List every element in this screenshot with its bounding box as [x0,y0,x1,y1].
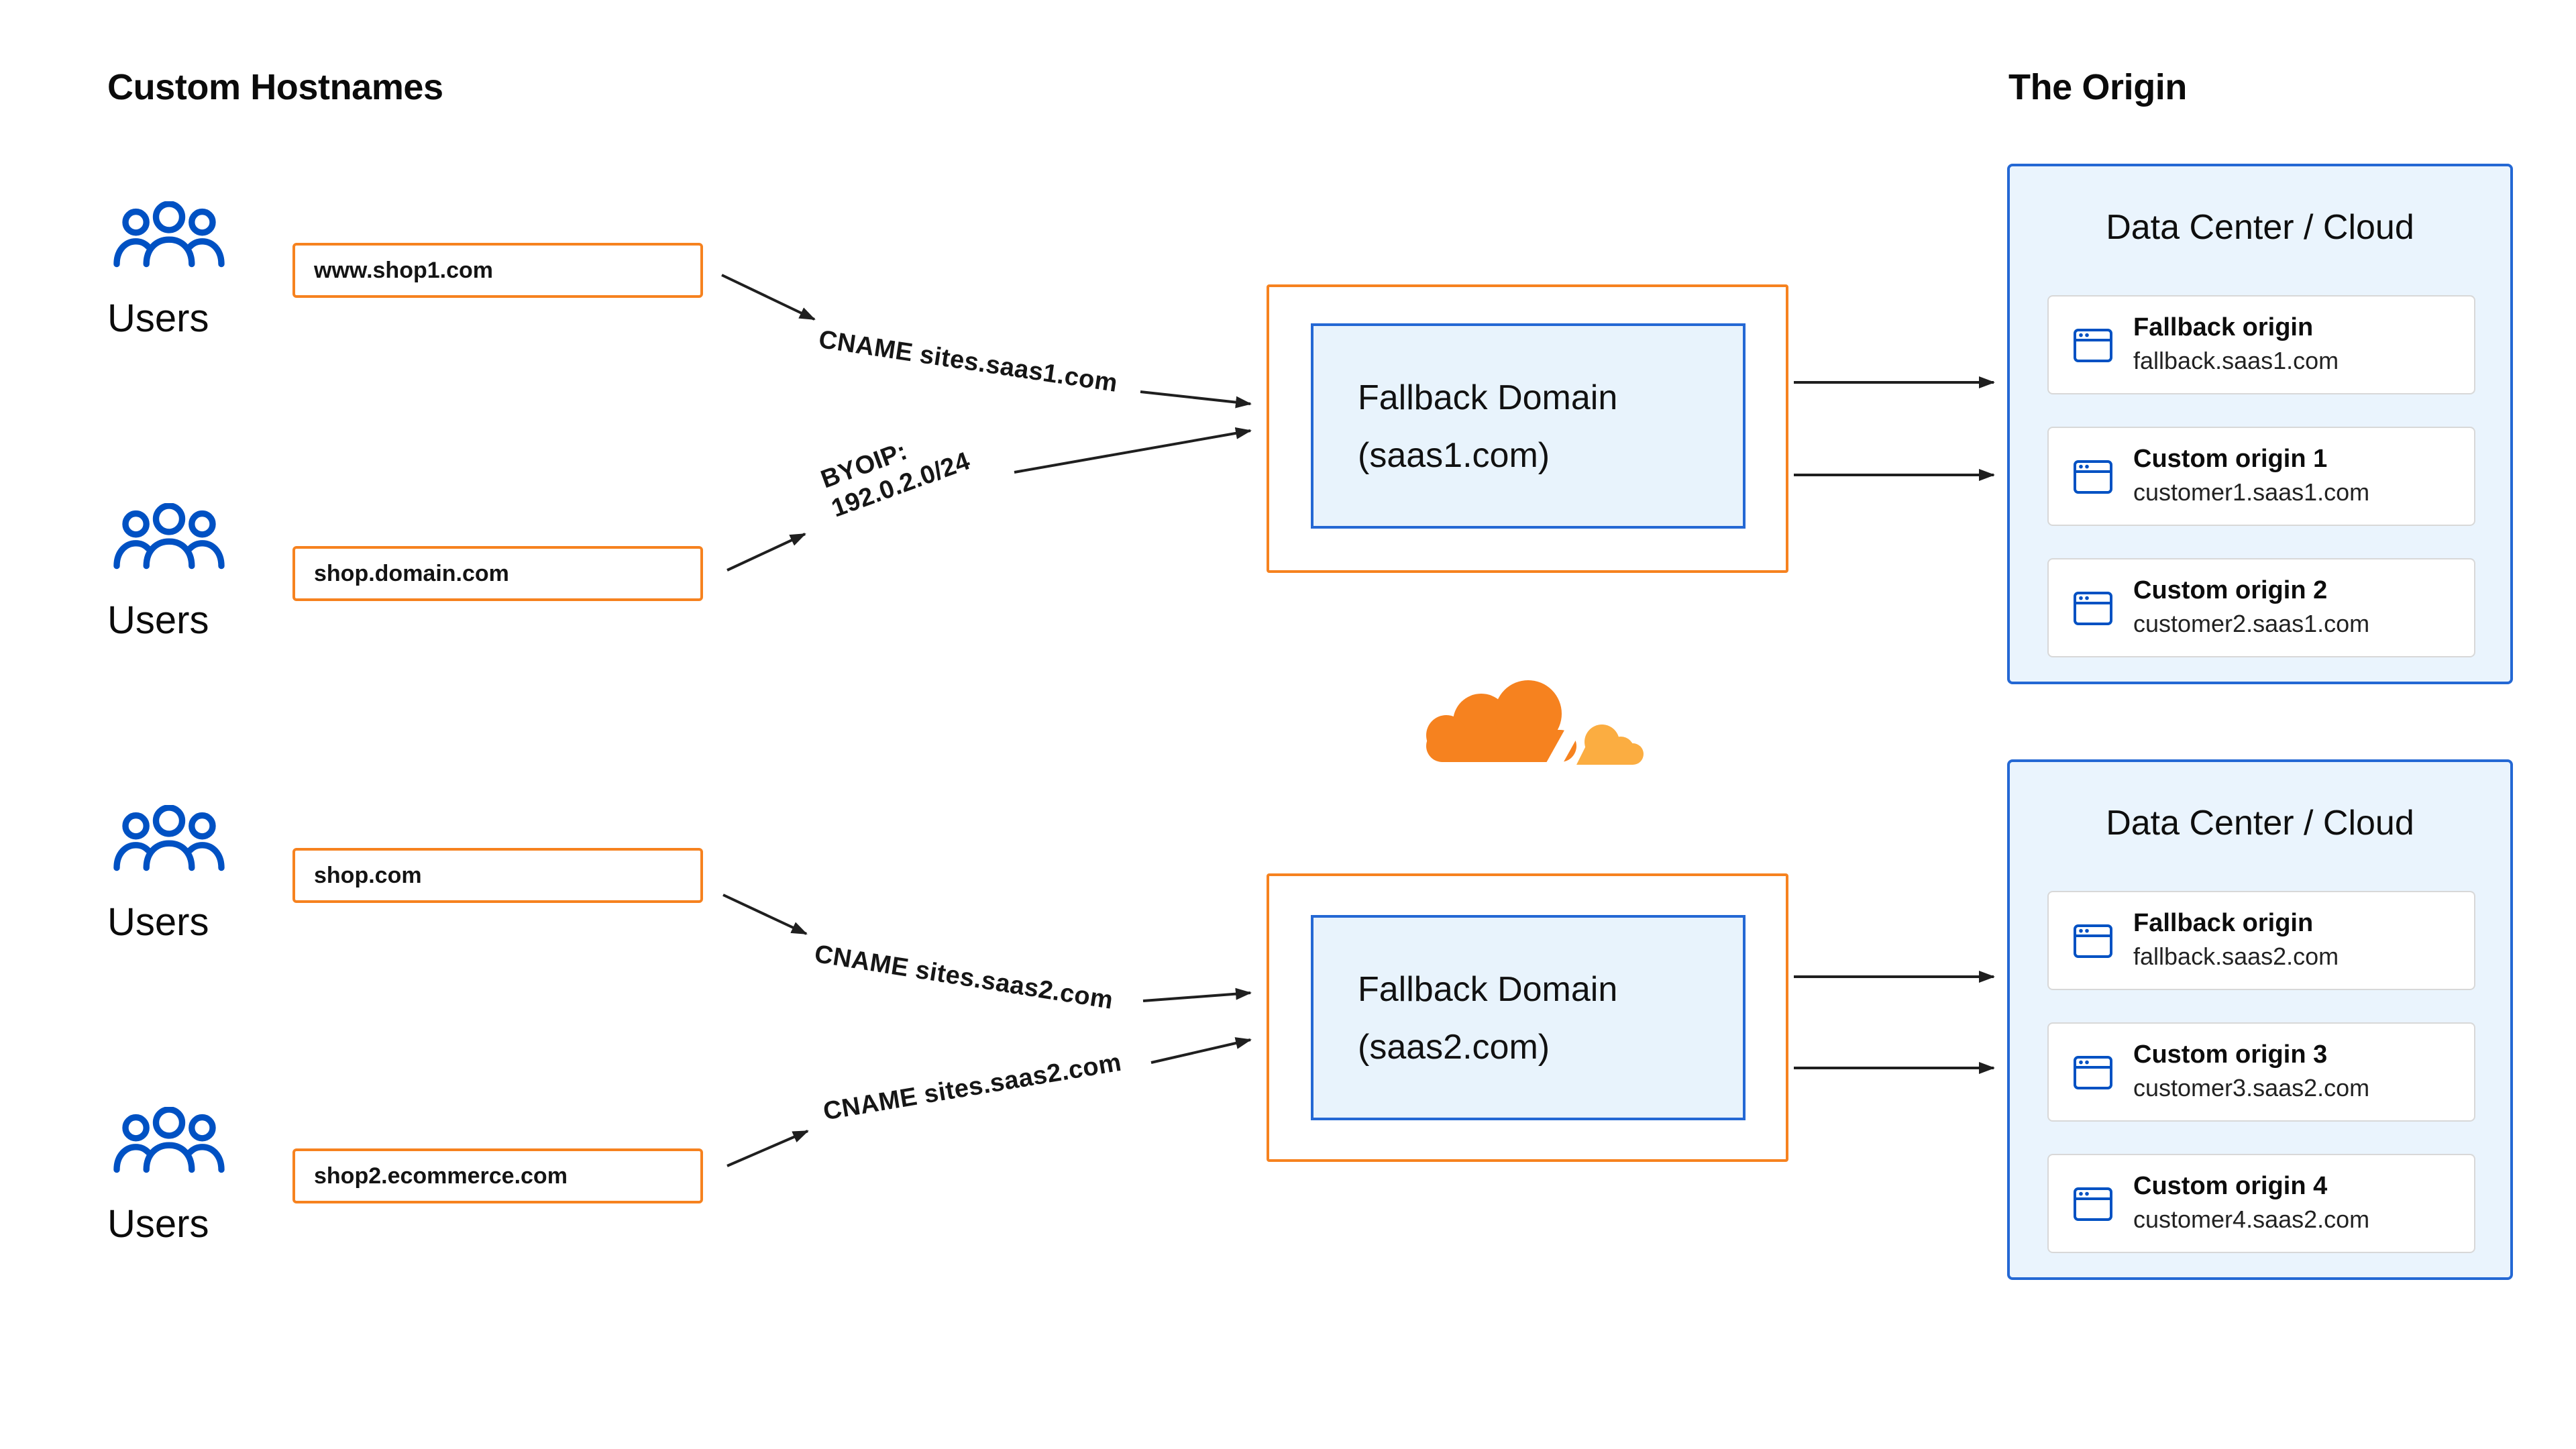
fallback-domain-line1: Fallback Domain [1358,968,1618,1009]
label-cname-saas1: CNAME sites.saas1.com [816,325,1120,399]
origin-name: Custom origin 1 [2133,445,2328,474]
browser-window-icon [2074,1055,2112,1089]
fallback-domain-2: Fallback Domain (saas2.com) [1311,915,1746,1120]
fallback-domain-line1: Fallback Domain [1358,376,1618,417]
browser-window-icon [2074,591,2112,625]
hostname-label: shop.domain.com [314,560,509,586]
origin-host: fallback.saas1.com [2133,347,2339,374]
browser-window-icon [2074,460,2112,493]
arrow-shop2-to-cname2b [727,1130,809,1167]
origin-card-fallback-saas1: Fallback origin fallback.saas1.com [2047,295,2475,394]
users-icon [113,1107,225,1173]
origin-card-custom4-saas2: Custom origin 4 customer4.saas2.com [2047,1154,2475,1253]
data-center-title: Data Center / Cloud [2106,207,2414,247]
origin-card-custom1-saas1: Custom origin 1 customer1.saas1.com [2047,427,2475,526]
users-label: Users [107,600,209,643]
users-label: Users [107,902,209,945]
data-center-2: Data Center / Cloud Fallback origin fall… [2007,759,2513,1280]
hostname-label: www.shop1.com [314,257,494,282]
fallback-domain-1: Fallback Domain (saas1.com) [1311,323,1746,529]
users-icon [113,805,225,871]
users-icon [113,201,225,268]
user-group-4: Users [107,1107,231,1248]
data-center-title: Data Center / Cloud [2106,802,2414,843]
user-group-1: Users [107,201,231,342]
origin-name: Custom origin 4 [2133,1173,2328,1201]
origin-name: Custom origin 3 [2133,1041,2328,1069]
users-label: Users [107,1203,209,1246]
heading-custom-hostnames: Custom Hostnames [107,67,443,107]
hostname-box-1: www.shop1.com [292,243,703,298]
arrow-cname2a-to-fallback2 [1142,987,1252,1002]
origin-host: fallback.saas2.com [2133,943,2339,970]
data-center-1: Data Center / Cloud Fallback origin fall… [2007,164,2513,684]
origin-card-custom2-saas1: Custom origin 2 customer2.saas1.com [2047,558,2475,657]
fallback-domain-line2: (saas2.com) [1358,1026,1550,1066]
hostname-box-2: shop.domain.com [292,546,703,601]
label-byoip: BYOIP: 192.0.2.0/24 [817,417,975,525]
hostname-box-3: shop.com [292,848,703,903]
browser-window-icon [2074,924,2112,957]
arrow-shop-to-cname2a [722,894,808,935]
user-group-3: Users [107,805,231,946]
arrow-byoip-to-fallback1 [1014,427,1252,474]
fallback-domain-line2: (saas1.com) [1358,434,1550,474]
origin-host: customer2.saas1.com [2133,610,2370,637]
hostname-label: shop2.ecommerce.com [314,1163,568,1188]
hostname-box-4: shop2.ecommerce.com [292,1148,703,1203]
origin-host: customer1.saas1.com [2133,479,2370,506]
users-label: Users [107,298,209,341]
browser-window-icon [2074,328,2112,362]
logo-gap [1535,691,1599,790]
users-icon [113,503,225,570]
arrow-shop1-to-cname1 [721,274,816,321]
origin-name: Fallback origin [2133,314,2314,342]
label-cname-saas2-bottom: CNAME sites.saas2.com [821,1049,1124,1127]
origin-name: Custom origin 2 [2133,577,2328,605]
origin-host: customer4.saas2.com [2133,1206,2370,1233]
cloudflare-logo [1426,680,1644,790]
hostname-label: shop.com [314,862,422,888]
arrow-shopdomain-to-byoip [727,533,806,572]
heading-the-origin: The Origin [2008,67,2188,107]
arrow-cname1-to-fallback1 [1140,390,1252,409]
origin-card-custom3-saas2: Custom origin 3 customer3.saas2.com [2047,1022,2475,1122]
arrow-cname2b-to-fallback2 [1150,1037,1252,1064]
origin-card-fallback-saas2: Fallback origin fallback.saas2.com [2047,891,2475,990]
origin-host: customer3.saas2.com [2133,1075,2370,1102]
origin-name: Fallback origin [2133,910,2314,938]
label-cname-saas2-top: CNAME sites.saas2.com [812,940,1115,1016]
user-group-2: Users [107,503,231,644]
browser-window-icon [2074,1187,2112,1220]
